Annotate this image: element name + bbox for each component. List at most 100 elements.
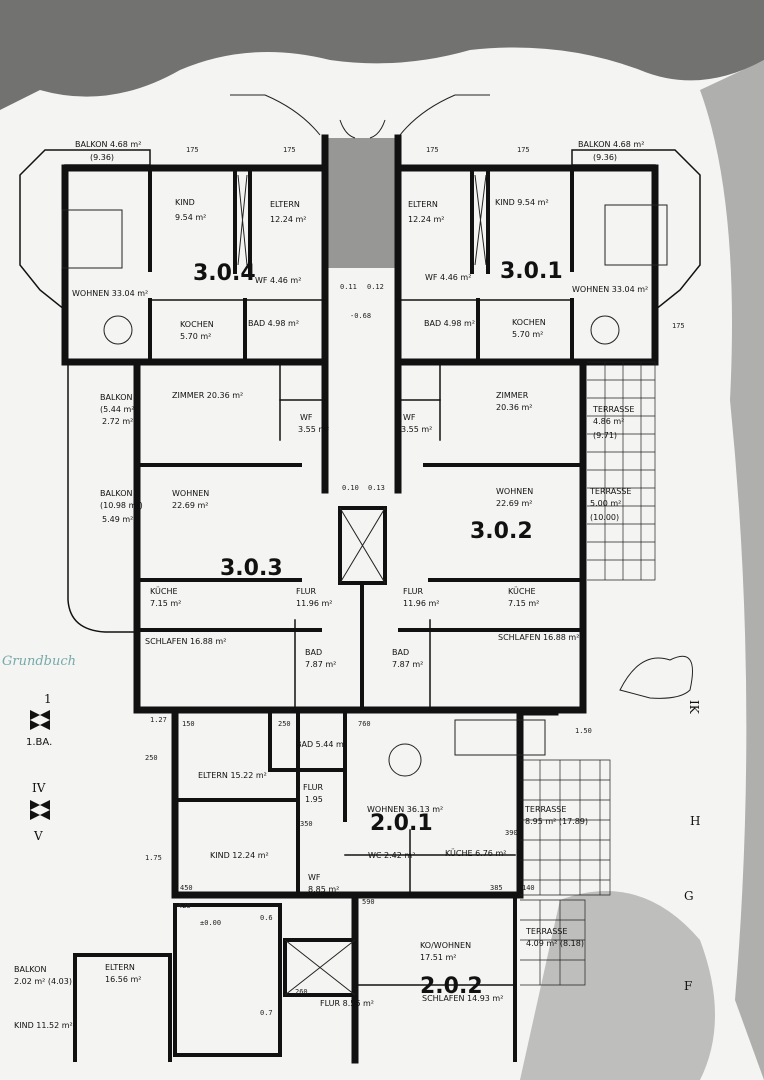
room-label-bad-mr: BAD [392, 648, 409, 657]
room-label-wohnen-l: WOHNEN 33.04 m² [72, 289, 148, 298]
room-label-terrasse-ll: TERRASSE [524, 805, 566, 814]
room-label-kind-l: KIND [175, 198, 195, 207]
room-label-terrasse-ll2: TERRASSE [525, 927, 567, 936]
room-sub-eltern-bl: 16.56 m² [105, 975, 141, 984]
room-sub-flur-ml: 11.96 m² [296, 599, 332, 608]
room-label-wf-ml: WF [300, 413, 313, 422]
room-label-terrasse-r2: TERRASSE [589, 487, 631, 496]
unit-3-0-4: 3.0.4 [193, 261, 256, 286]
axis-v: V [33, 829, 43, 843]
axis-iv: IV [32, 781, 46, 795]
room-sub-wohnen-ml: 22.69 m² [172, 501, 208, 510]
dim-18: 1.75 [145, 854, 162, 862]
room-label-balkon-ml3: BALKON [100, 489, 133, 498]
room-label-balkon-tl: BALKON 4.68 m² [75, 140, 141, 149]
room-label-zimmer-l: ZIMMER 20.36 m² [172, 391, 243, 400]
room-label-wohnen-r: WOHNEN 33.04 m² [572, 285, 648, 294]
room-label-bad-r: BAD 4.98 m² [424, 319, 475, 328]
room-label-wf-l: WF 4.46 m² [255, 276, 301, 285]
room-label-schlafen-bl: SCHLAFEN 14.93 m² [422, 994, 503, 1003]
room-sub-wf-ml: 3.55 m² [298, 425, 329, 434]
dim-11: 140 [522, 884, 535, 892]
unit-3-0-2: 3.0.2 [470, 519, 533, 544]
room-label-balkon-ml2: 2.72 m² [102, 417, 133, 426]
unit-3-0-3: 3.0.3 [220, 556, 283, 581]
room-label-kind-bl: KIND 11.52 m² [14, 1021, 73, 1030]
dim-19: 1.27 [150, 716, 167, 724]
room-sub-balkon-bl: 2.02 m² (4.03) [14, 977, 72, 986]
room-label-bad-ml: BAD [305, 648, 322, 657]
room-sub-terrasse-ll2: 4.09 m² (8.18) [526, 939, 584, 948]
axis-right-g: G [684, 889, 694, 903]
room-sub-kueche-ml: 7.15 m² [150, 599, 181, 608]
dim-15: 250 [145, 754, 158, 762]
room-sub-eltern-l: 12.24 m² [270, 215, 306, 224]
ba-label: 1.BA. [26, 737, 52, 748]
room-sub-wf-mr: 3.55 m² [401, 425, 432, 434]
unit-3-0-1: 3.0.1 [500, 259, 563, 284]
level-marks: 0.11 0.12 0.10 0.13 0.6 0.7 -0.68 ±0.00 [200, 283, 385, 1017]
room-label-kueche-ll: KÜCHE 6.76 m² [445, 848, 506, 858]
room-sub-terrasse-r2: 5.00 m² [590, 499, 621, 508]
room-sub-flur-ll: 1.95 [305, 795, 323, 804]
axis-1: 1 [44, 692, 52, 706]
room-label-eltern-ll: ELTERN 15.22 m² [198, 771, 267, 780]
room-sub-wf-ll: 8.85 m² [308, 885, 339, 894]
room-sub-eltern-r: 12.24 m² [408, 215, 444, 224]
room-sub-balkon-tl: (9.36) [90, 153, 114, 162]
stair-core [325, 138, 398, 268]
axis-right-h: H [690, 814, 700, 828]
dim-14: 590 [362, 898, 375, 906]
section-marker-2 [30, 800, 50, 820]
room-label-balkon-bl: BALKON [14, 965, 47, 974]
dim-10: 390 [505, 829, 518, 837]
level-012: 0.12 [367, 283, 384, 291]
room-label-kind-r: KIND 9.54 m² [495, 198, 549, 207]
axis-right-ik: IK [687, 700, 701, 715]
room-label-balkon-tr: BALKON 4.68 m² [578, 140, 644, 149]
room-label-terrasse-r1: TERRASSE [592, 405, 634, 414]
level-068: -0.68 [350, 312, 371, 320]
room-label-balkon-ml: BALKON [100, 393, 133, 402]
terrace-tiles-mid [587, 361, 656, 581]
scan-shadow-right [700, 60, 764, 1080]
room-label-wf-r: WF 4.46 m² [425, 273, 471, 282]
dim-3: 175 [517, 146, 530, 154]
scan-shadow-top [0, 0, 764, 110]
lower-units [73, 708, 611, 1064]
room-label-flur-ml: FLUR [296, 587, 317, 596]
room-label-wc-ll: WC 2.42 m² [368, 851, 415, 860]
room-labels: BALKON 4.68 m² (9.36) BALKON 4.68 m² (9.… [14, 140, 648, 1030]
upper-units [19, 134, 701, 366]
room-label-zimmer-r: ZIMMER [496, 391, 529, 400]
room-label-bad-ll: BAD 5.44 m [296, 740, 344, 749]
room-label-flur-ll: FLUR [303, 783, 324, 792]
dim-8: 760 [358, 720, 371, 728]
grundbuch-label: Grundbuch [2, 654, 76, 669]
room-sub-terrasse-r1: 4.86 m² [593, 417, 624, 426]
level-013: 0.13 [368, 484, 385, 492]
room-label-wohnen-ll: WOHNEN 36.13 m² [367, 805, 443, 814]
room-label-kueche-ml: KÜCHE [150, 586, 178, 596]
room-label-kochen-l: KOCHEN [180, 320, 214, 329]
unit-numbers: 3.0.4 3.0.1 3.0.2 3.0.3 2.0.1 2.0.2 [193, 259, 563, 999]
room-sub-balkon-ml: (5.44 m²) [100, 405, 138, 414]
dim-2: 175 [426, 146, 439, 154]
room-label-wf-mr: WF [403, 413, 416, 422]
room-label-kueche-mr: KÜCHE [508, 586, 536, 596]
dim-5: 250 [278, 720, 291, 728]
room-sub-kowohnen: 17.51 m² [420, 953, 456, 962]
level-06: 0.6 [260, 914, 273, 922]
dim-13: 428 [178, 902, 191, 910]
unit-2-0-1: 2.0.1 [370, 811, 433, 836]
level-011: 0.11 [340, 283, 357, 291]
room-sub-kochen-r: 5.70 m² [512, 330, 543, 339]
room-label-wohnen-mr: WOHNEN [496, 487, 533, 496]
room-label-schlafen-mr: SCHLAFEN 16.88 m² [498, 633, 579, 642]
entrance-curves [230, 94, 490, 139]
room-label-eltern-r: ELTERN [408, 200, 438, 209]
room-sub-terrasse-ll: 8.95 m² (17.89) [525, 817, 588, 826]
axis-labels: 1 1.BA. IV V Grundbuch IK H G F [2, 654, 701, 993]
room-sub-kochen-l: 5.70 m² [180, 332, 211, 341]
